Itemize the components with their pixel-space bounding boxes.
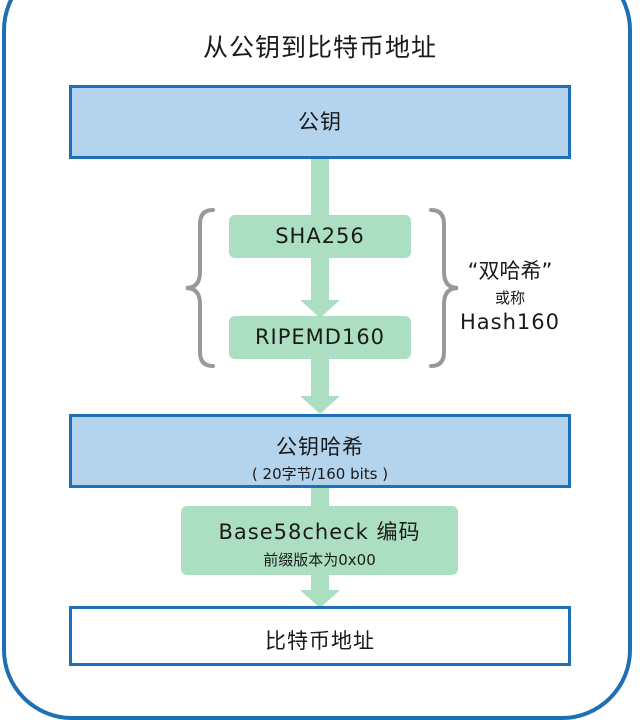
connector-hash-base58 (311, 488, 329, 508)
diagram-title: 从公钥到比特币地址 (202, 33, 437, 62)
arrow-head-address (300, 590, 340, 608)
base58-note: 前缀版本为0x00 (263, 551, 376, 569)
base58-box: Base58check 编码 前缀版本为0x00 (181, 506, 458, 575)
double-hash-label: “双哈希” 或称 Hash160 (455, 255, 565, 334)
pubkey-hash-note: ( 20字节/160 bits ) (251, 465, 389, 483)
public-key-box: 公钥 (69, 85, 571, 159)
base58-label: Base58check 编码 (218, 520, 421, 544)
public-key-label: 公钥 (298, 110, 342, 134)
sha256-box: SHA256 (229, 215, 411, 258)
connector-ripemd-hash (311, 358, 329, 400)
arrow-head-ripemd (300, 300, 340, 318)
left-bracket (185, 208, 215, 368)
sha256-label: SHA256 (275, 224, 365, 248)
ripemd160-label: RIPEMD160 (254, 325, 386, 349)
right-bracket (429, 208, 459, 368)
pubkey-hash-box: 公钥哈希 ( 20字节/160 bits ) (69, 414, 571, 488)
double-hash-line3: Hash160 (460, 310, 560, 334)
double-hash-line2: 或称 (494, 289, 525, 307)
ripemd160-box: RIPEMD160 (229, 316, 411, 359)
connector-pubkey-sha256 (311, 158, 329, 216)
connector-sha256-ripemd (311, 258, 329, 308)
pubkey-hash-label: 公钥哈希 (276, 435, 364, 459)
connectors (185, 158, 459, 608)
bitcoin-address-label: 比特币地址 (265, 629, 375, 653)
arrow-head-hash (300, 396, 340, 414)
bitcoin-address-box: 比特币地址 (69, 606, 571, 666)
double-hash-line1: “双哈希” (467, 259, 553, 283)
connector-base58-address (311, 574, 329, 594)
